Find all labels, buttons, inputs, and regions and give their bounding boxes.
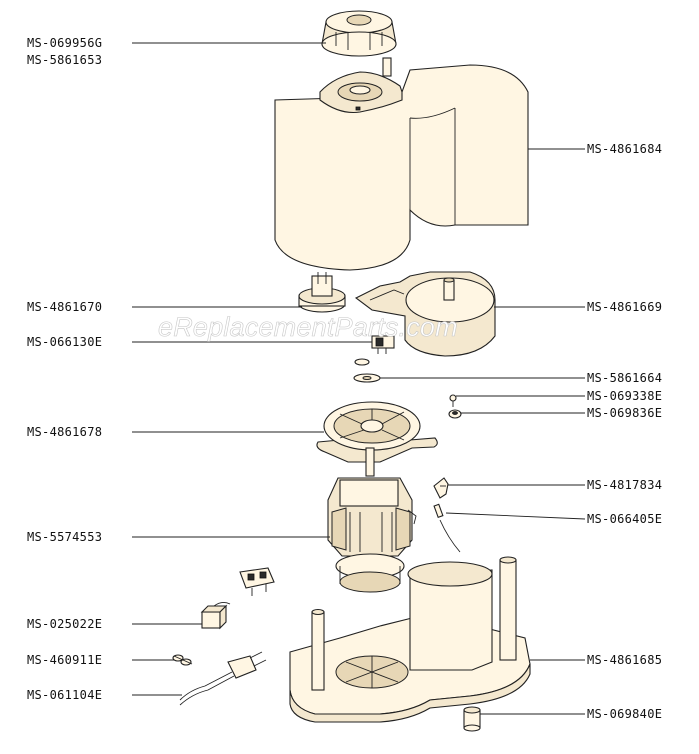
capacitor-part — [200, 601, 231, 630]
label-fuse: MS-066405E — [587, 512, 663, 526]
base-part — [289, 556, 531, 723]
leader-lines-right — [380, 148, 586, 715]
label-power-cord: MS-061104E — [27, 688, 103, 702]
label-base: MS-4861685 — [587, 653, 663, 667]
power-cord-part — [179, 651, 267, 706]
label-motor-bracket: MS-4861678 — [27, 425, 103, 439]
label-nut: MS-069836E — [587, 406, 663, 420]
foot-part — [463, 706, 481, 732]
coupler-part — [298, 272, 346, 313]
nut-part — [448, 409, 462, 419]
leader-lines-left — [132, 42, 372, 696]
motor-bracket-part — [316, 401, 438, 463]
label-foot: MS-069840E — [587, 707, 663, 721]
label-screw: MS-069338E — [587, 389, 663, 403]
cord-clamp-part — [172, 654, 193, 666]
label-capacitor: MS-025022E — [27, 617, 103, 631]
label-clip: MS-4817834 — [587, 478, 663, 492]
label-motor: MS-5574553 — [27, 530, 103, 544]
label-switch: MS-066130E — [27, 335, 103, 349]
label-coupler: MS-4861670 — [27, 300, 103, 314]
bowl-part — [274, 57, 529, 271]
label-washer: MS-5861664 — [587, 371, 663, 385]
terminal-block-part — [239, 567, 275, 596]
gear-cover-part — [354, 271, 496, 357]
label-bowl-cap-alt: MS-5861653 — [27, 53, 103, 67]
watermark-text: eReplacementParts.com — [158, 312, 458, 343]
label-gear-cover: MS-4861669 — [587, 300, 663, 314]
motor-part — [327, 447, 417, 593]
screw-part — [449, 394, 457, 407]
clip-part — [433, 477, 449, 499]
washer-part — [353, 358, 381, 383]
cap-knob-part — [321, 10, 397, 57]
label-cord-clamp: MS-460911E — [27, 653, 103, 667]
label-bowl: MS-4861684 — [587, 142, 663, 156]
label-bowl-cap: MS-069956G — [27, 36, 103, 50]
fuse-part — [433, 503, 461, 553]
